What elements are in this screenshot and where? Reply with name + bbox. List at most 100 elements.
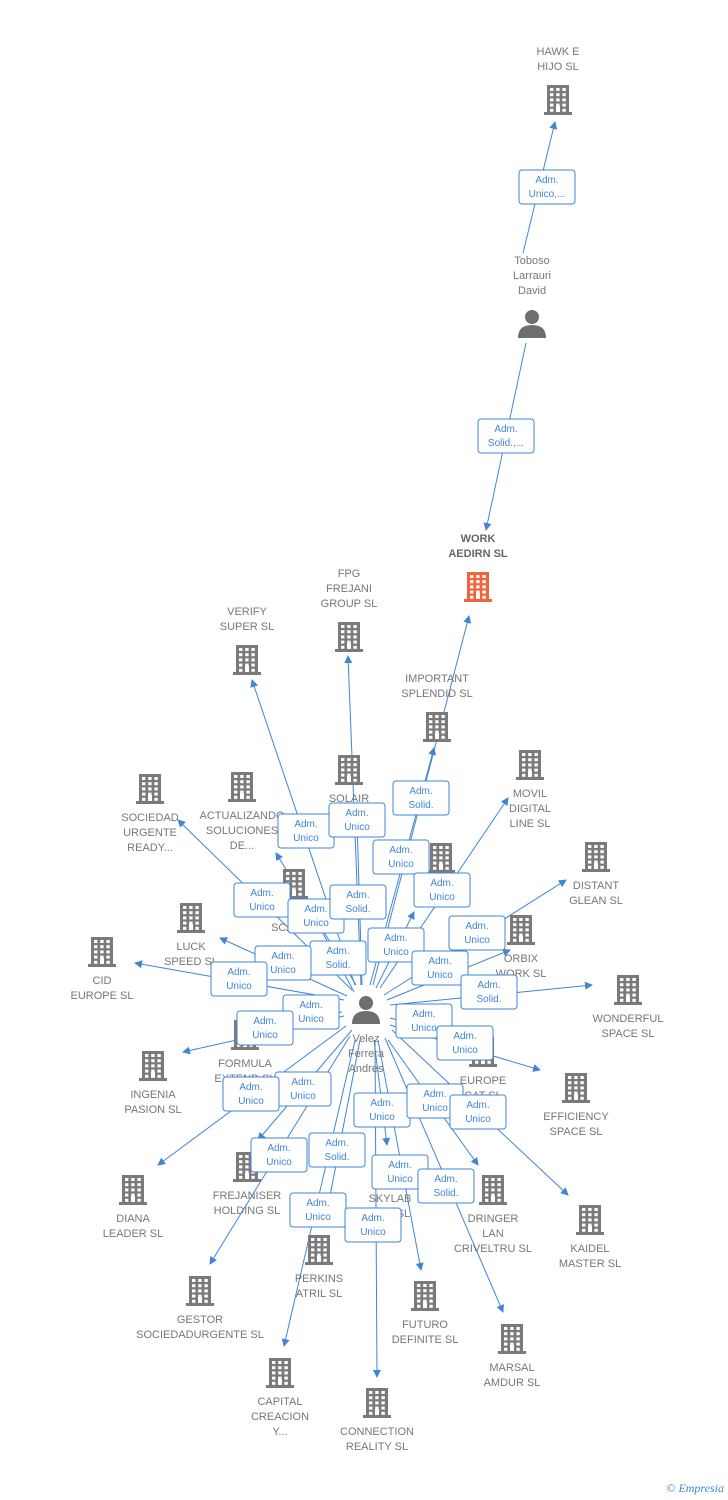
edge-label-box[interactable]: [250, 1137, 308, 1173]
edge-label-box[interactable]: [328, 802, 386, 838]
edge-label-velez-to-verify[interactable]: Adm.Unico: [277, 813, 335, 849]
building-icon[interactable]: [516, 750, 544, 780]
building-icon[interactable]: [233, 645, 261, 675]
edge-label-velez-to-happy[interactable]: Adm.Unico: [367, 927, 425, 963]
building-icon[interactable]: [335, 622, 363, 652]
building-icon[interactable]: [119, 1175, 147, 1205]
building-icon[interactable]: [363, 1388, 391, 1418]
edge-label-box[interactable]: [329, 884, 387, 920]
edge-label-box[interactable]: [367, 927, 425, 963]
edge-label-box[interactable]: [372, 839, 430, 875]
brand-logo[interactable]: Empresia: [678, 1481, 724, 1495]
node-actualizando[interactable]: ACTUALIZANDOSOLUCIONESDE...: [200, 772, 285, 852]
building-icon[interactable]: [423, 712, 451, 742]
building-icon[interactable]: [88, 937, 116, 967]
edge-label-velez-to-movil[interactable]: Adm.Unico: [413, 872, 471, 908]
edge-label-velez-to-work[interactable]: Adm.Solid.: [392, 780, 450, 816]
building-icon[interactable]: [186, 1276, 214, 1306]
building-icon[interactable]: [582, 842, 610, 872]
building-icon[interactable]: [544, 85, 572, 115]
building-icon[interactable]: [562, 1073, 590, 1103]
edge-label-velez-to-scarlet[interactable]: Adm.Solid.: [309, 940, 367, 976]
edge-label-velez-to-diana[interactable]: Adm.Unico: [222, 1076, 280, 1112]
edge-label-box[interactable]: [460, 974, 518, 1010]
edge-label-box[interactable]: [308, 1132, 366, 1168]
building-icon[interactable]: [498, 1324, 526, 1354]
edge-label-velez-to-connection[interactable]: Adm.Unico: [344, 1207, 402, 1243]
edge-label-velez-to-cid[interactable]: Adm.Unico: [210, 961, 268, 997]
edge-label-velez-to-ingenia[interactable]: Adm.Unico: [236, 1010, 294, 1046]
building-icon[interactable]: [464, 572, 492, 602]
edge-label-velez-to-orbix[interactable]: Adm.Unico: [411, 950, 469, 986]
building-icon[interactable]: [266, 1358, 294, 1388]
edge-label-box[interactable]: [222, 1076, 280, 1112]
edge-label-box[interactable]: [411, 950, 469, 986]
building-icon[interactable]: [335, 755, 363, 785]
edge-label-box[interactable]: [413, 872, 471, 908]
edge-label-box[interactable]: [210, 961, 268, 997]
building-icon[interactable]: [177, 903, 205, 933]
edge-label-box[interactable]: [518, 169, 576, 205]
building-icon[interactable]: [305, 1235, 333, 1265]
node-sociedad[interactable]: SOCIEDADURGENTEREADY...: [121, 774, 179, 854]
edge-label-velez-to-frejaniser[interactable]: Adm.Unico: [274, 1071, 332, 1107]
edge-label-velez-to-perkins[interactable]: Adm.Solid.: [308, 1132, 366, 1168]
building-icon[interactable]: [228, 772, 256, 802]
edge-label-box[interactable]: [448, 915, 506, 951]
edge-label-box[interactable]: [417, 1168, 475, 1204]
node-capital[interactable]: CAPITALCREACIONY...: [251, 1358, 309, 1438]
edge-label-toboso-to-hawk[interactable]: Adm.Unico,...: [518, 169, 576, 205]
building-icon[interactable]: [139, 1051, 167, 1081]
edge-label-velez-to-gestor[interactable]: Adm.Unico: [250, 1137, 308, 1173]
edge-label-velez-to-sociedad[interactable]: Adm.Unico: [233, 882, 291, 918]
edge-label-box[interactable]: [392, 780, 450, 816]
edge-label-velez-to-marsal[interactable]: Adm.Solid.: [417, 1168, 475, 1204]
edge-label-velez-to-capital[interactable]: Adm.Unico: [289, 1192, 347, 1228]
edge-label-box[interactable]: [436, 1025, 494, 1061]
edge-label-velez-to-distant[interactable]: Adm.Unico: [448, 915, 506, 951]
edge-label-velez-to-solair[interactable]: Adm.Solid.: [329, 884, 387, 920]
building-icon[interactable]: [479, 1175, 507, 1205]
person-icon[interactable]: [352, 996, 380, 1024]
edge-label-box[interactable]: [449, 1094, 507, 1130]
edge-label-box[interactable]: [477, 418, 535, 454]
building-icon[interactable]: [427, 843, 455, 873]
edge-label-velez-to-formula[interactable]: Adm.Unico: [282, 994, 340, 1030]
building-icon[interactable]: [576, 1205, 604, 1235]
edge-label-toboso-to-work[interactable]: Adm.Solid.,...: [477, 418, 535, 454]
edge-label-velez-to-efficiency[interactable]: Adm.Unico: [436, 1025, 494, 1061]
edge-label-box[interactable]: [344, 1207, 402, 1243]
edge-label-velez-to-dringer[interactable]: Adm.Unico: [406, 1083, 464, 1119]
building-icon[interactable]: [411, 1281, 439, 1311]
edge-label-velez-to-fpg[interactable]: Adm.Unico: [328, 802, 386, 838]
building-icon[interactable]: [136, 774, 164, 804]
edge-label-velez-to-wonderful[interactable]: Adm.Solid.: [460, 974, 518, 1010]
edge-label-velez-to-kaidel[interactable]: Adm.Unico: [449, 1094, 507, 1130]
building-icon[interactable]: [614, 975, 642, 1005]
edge-label-velez-to-important[interactable]: Adm.Unico: [372, 839, 430, 875]
building-icon[interactable]: [507, 915, 535, 945]
